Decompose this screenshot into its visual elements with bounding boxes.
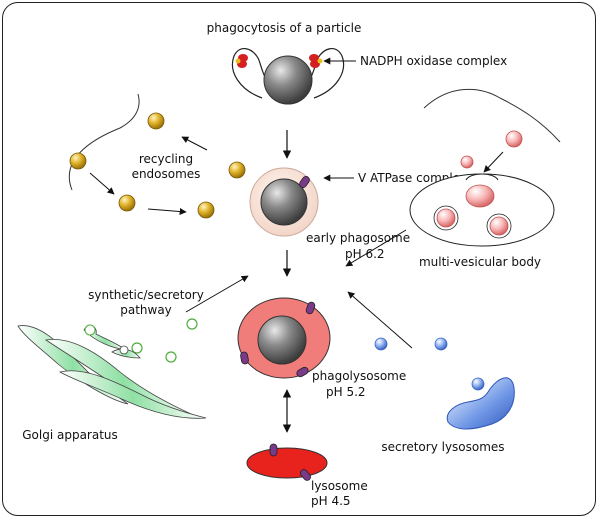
membrane-line-left	[68, 93, 140, 191]
phagolysosome-label-line1: phagolysosome	[312, 369, 406, 383]
v-atpase-early	[299, 176, 310, 188]
secretory-label: secretory lysosomes	[381, 440, 504, 454]
arrow-mvb-to-phagolysosome	[345, 229, 407, 267]
recycling-endosomes	[69, 112, 246, 219]
phagolysosome-label-line2: pH 5.2	[326, 385, 366, 399]
membrane-line-right	[423, 88, 561, 143]
arrow-into-mvb	[483, 151, 504, 173]
phagolysosome	[237, 297, 331, 379]
early-phagosome-label-line1: early phagosome	[306, 231, 410, 245]
mvb-label: multi-vesicular body	[419, 255, 541, 269]
secretory-lysosome	[446, 377, 515, 430]
golgi-apparatus	[17, 324, 207, 419]
blue-vesicles	[374, 337, 485, 391]
synthetic-label-line1: synthetic/secretory	[88, 288, 204, 302]
engulfed-particle	[263, 55, 313, 105]
golgi-label: Golgi apparatus	[22, 428, 118, 442]
synthetic-vesicles	[131, 318, 198, 363]
arrow-synthetic-to-phagolysosome	[185, 275, 249, 313]
lysosome-label-line1: lysosome	[311, 479, 368, 493]
recycling-label-line1: recycling	[139, 152, 193, 166]
recycling-label-line2: endosomes	[132, 167, 201, 181]
nadph-label: NADPH oxidase complex	[360, 54, 507, 68]
multi-vesicular-body	[409, 173, 555, 247]
incoming-vesicles	[460, 130, 523, 169]
arrow-recycle-2	[147, 208, 187, 215]
arrow-recycle-1	[89, 172, 115, 195]
lysosome	[246, 443, 328, 481]
phagocytosis-label: phagocytosis of a particle	[207, 21, 362, 35]
synthetic-label-line2: pathway	[120, 303, 172, 317]
arrow-secretory-to-phagolysosome	[347, 291, 413, 349]
early-phagosome	[249, 167, 319, 237]
arrow-recycle-out	[181, 136, 208, 151]
nadph-oxidase-left	[235, 54, 248, 68]
lysosome-label-line2: pH 4.5	[311, 494, 351, 508]
nadph-oxidase-right	[309, 54, 323, 68]
early-phagosome-label-line2: pH 6.2	[345, 247, 385, 261]
phagocytosis-cup	[231, 48, 345, 105]
